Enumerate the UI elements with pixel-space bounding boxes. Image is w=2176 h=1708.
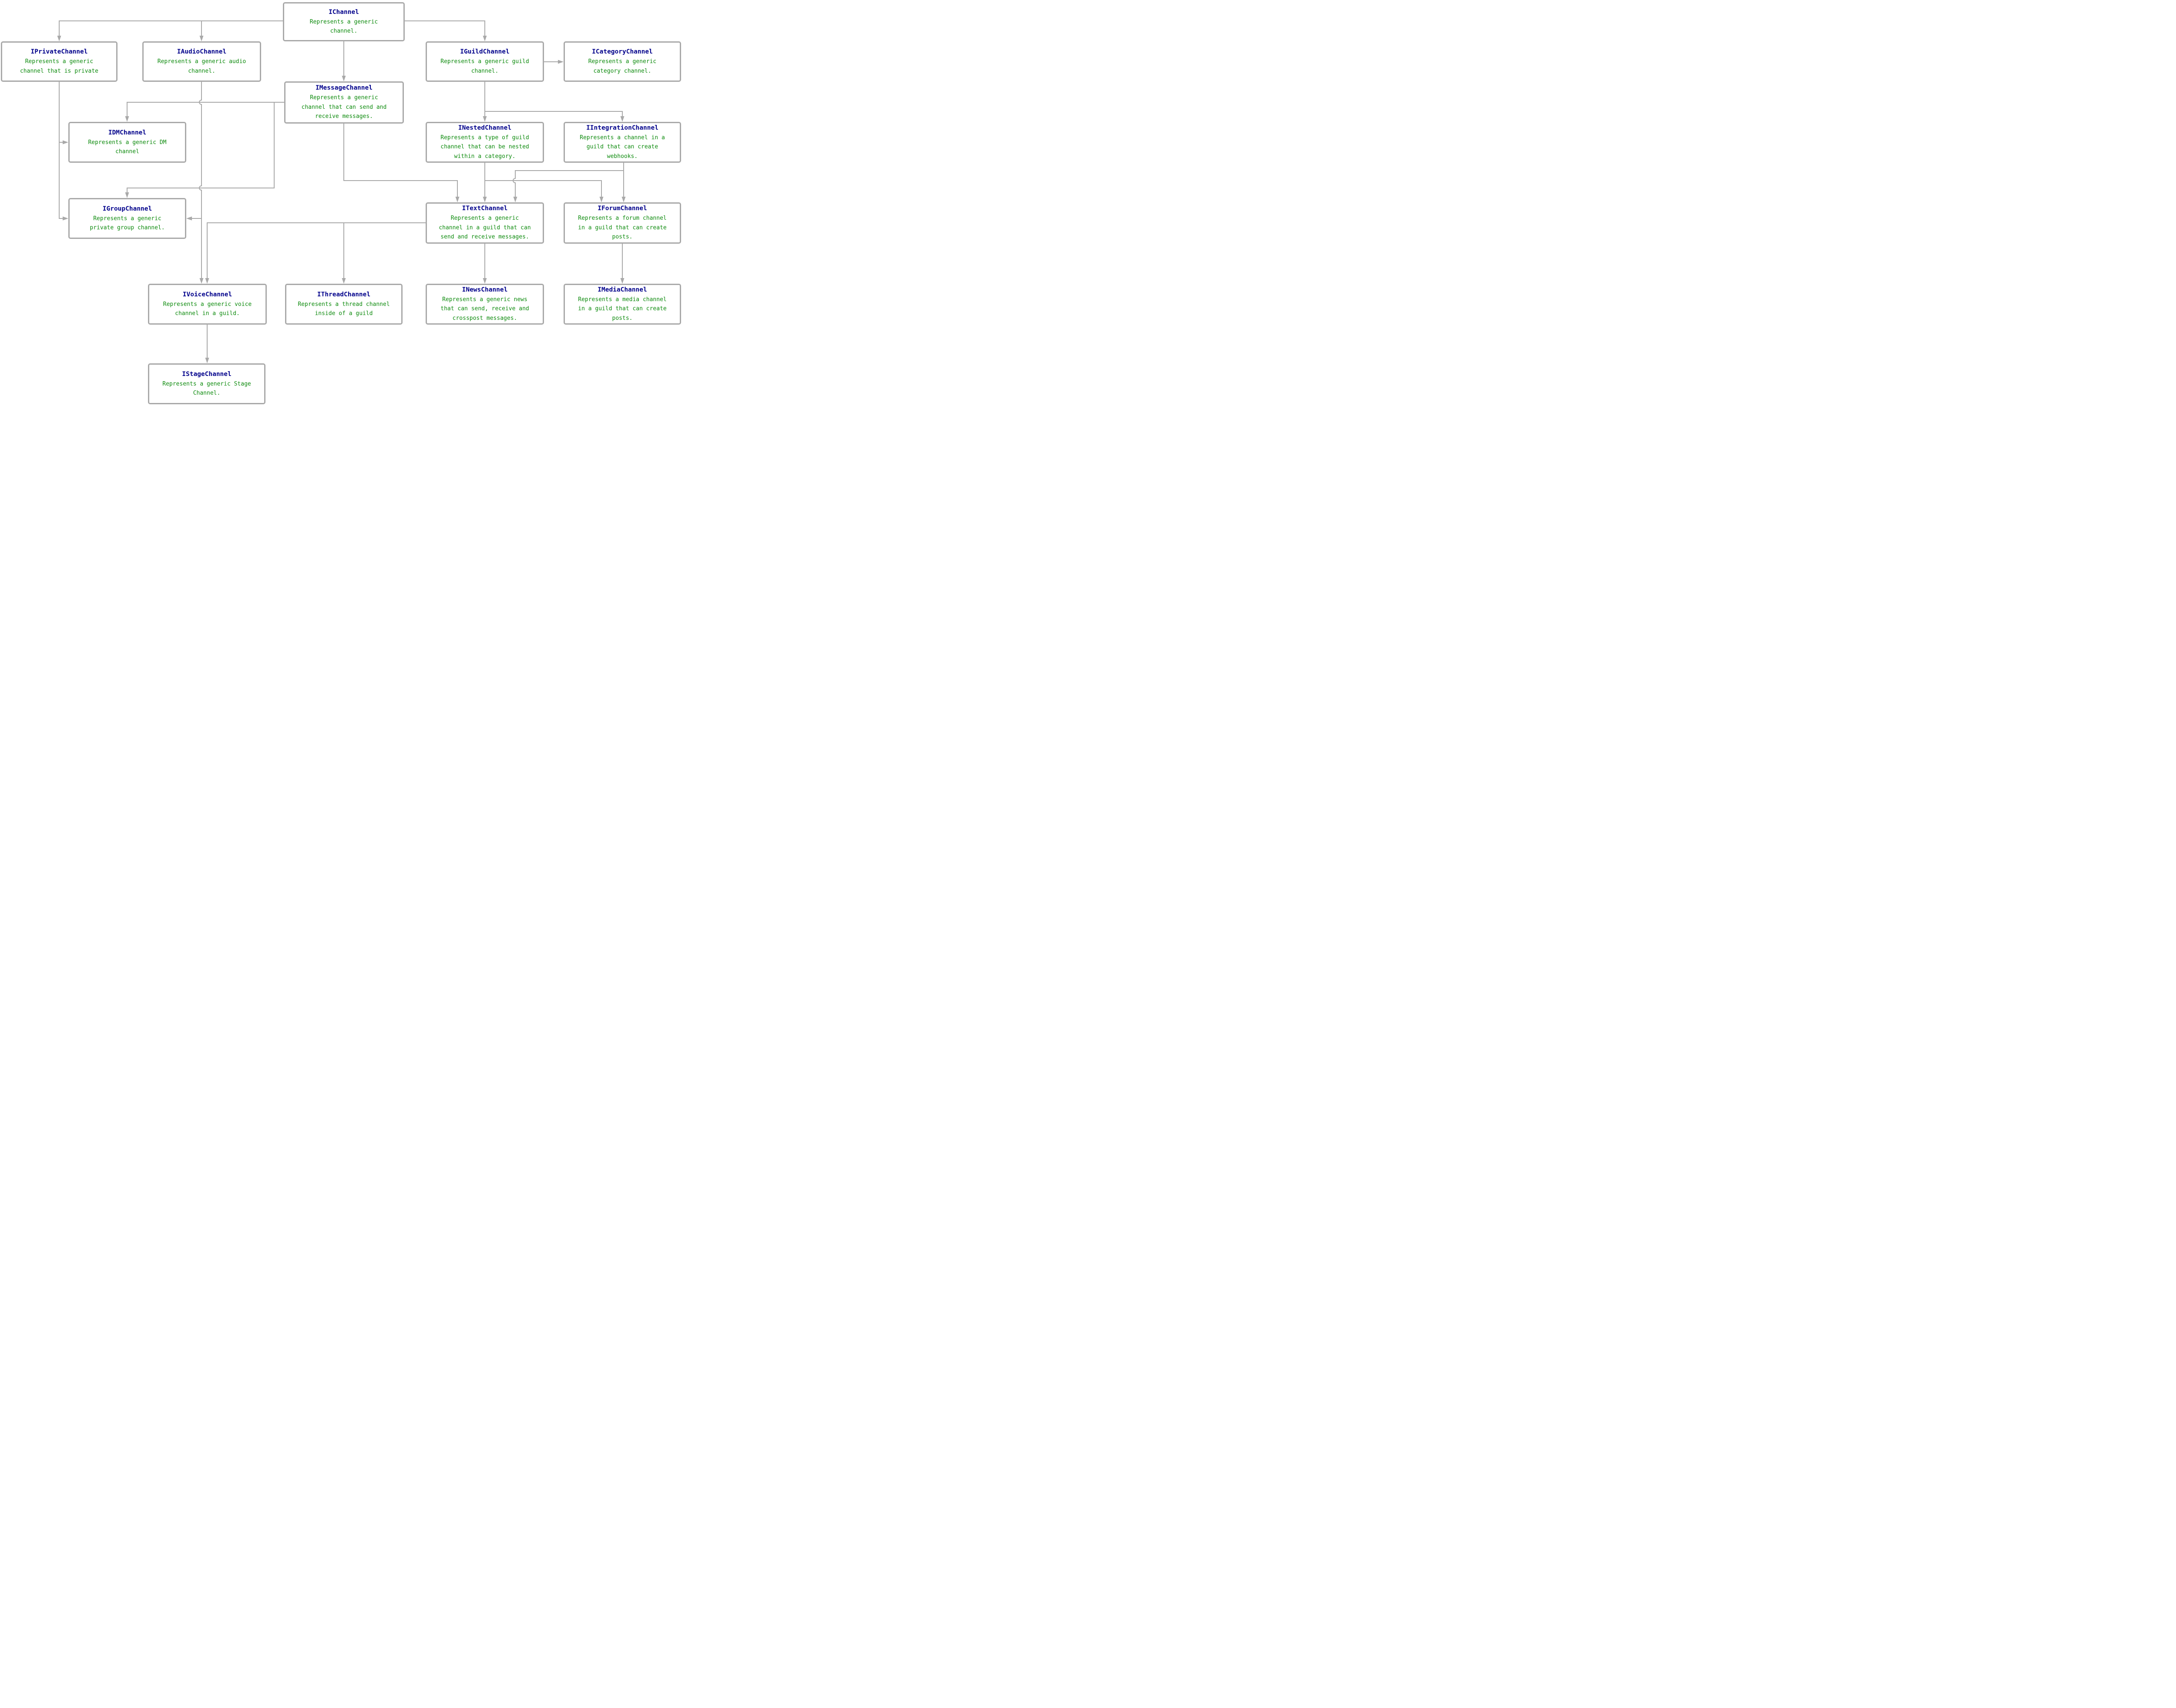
arrowhead-iforumchannel-to-imediachannel <box>620 278 625 284</box>
arrowhead-itextchannel-to-ivoicechannel <box>205 278 209 284</box>
node-title: IVoiceChannel <box>182 291 232 298</box>
node-title: INestedChannel <box>458 124 512 131</box>
node-title: IPrivateChannel <box>30 48 88 55</box>
edge-ichannel-to-iprivatechannel <box>59 20 283 37</box>
arrowhead-iintegrationchannel-to-itextchannel <box>513 197 517 202</box>
node-title: ICategoryChannel <box>592 48 653 55</box>
edge-iprivatechannel-to-igroupchannel <box>59 82 64 219</box>
node-title: IChannel <box>329 8 359 16</box>
node-description: Represents a generic audio channel. <box>157 58 246 74</box>
node-description: Represents a generic news that can send,… <box>440 296 529 322</box>
node-title: IStageChannel <box>182 370 232 378</box>
node-title: IAudioChannel <box>177 48 227 55</box>
node-title: IThreadChannel <box>317 291 371 298</box>
arrowhead-iaudiochannel-to-igroupchannel <box>186 216 192 221</box>
arrowhead-inestedchannel-to-itextchannel <box>483 197 487 202</box>
node-title: INewsChannel <box>462 286 508 293</box>
edge-iaudiochannel-to-ivoicechannel <box>199 82 202 279</box>
node-description: Represents a type of guild channel that … <box>440 134 529 160</box>
arrowhead-itextchannel-to-inewschannel <box>483 278 487 284</box>
node-title: IDMChannel <box>108 129 147 136</box>
edge-iprivatechannel-to-idmchannel <box>59 82 64 143</box>
node-description: Represents a generic Stage Channel. <box>162 380 251 397</box>
edge-itextchannel-to-ivoicechannel <box>207 222 426 279</box>
node-description: Represents a generic DM channel <box>88 139 167 155</box>
arrowhead-iprivatechannel-to-igroupchannel <box>63 216 68 221</box>
node-title: IIntegrationChannel <box>586 124 658 131</box>
node-description: Represents a generic voice channel in a … <box>163 301 252 317</box>
node-title: IMediaChannel <box>598 286 647 293</box>
node-description: Represents a thread channel inside of a … <box>298 301 390 317</box>
arrowhead-ivoicechannel-to-istagechannel <box>205 358 209 363</box>
edge-iguildchannel-to-iintegrationchannel <box>484 82 623 117</box>
edge-ichannel-to-iaudiochannel <box>201 20 283 37</box>
arrowhead-iguildchannel-to-iintegrationchannel <box>620 116 625 122</box>
edge-imessagechannel-to-idmchannel <box>127 102 284 117</box>
arrowhead-inestedchannel-to-iforumchannel <box>599 197 604 202</box>
node-description: Represents a generic guild channel. <box>440 58 529 74</box>
edge-iintegrationchannel-to-itextchannel <box>513 163 624 198</box>
node-description: Represents a generic channel. <box>309 18 378 35</box>
arrowhead-imessagechannel-to-igroupchannel <box>125 192 129 198</box>
node-title: IGuildChannel <box>460 48 510 55</box>
arrowhead-iintegrationchannel-to-iforumchannel <box>621 197 626 202</box>
node-description: Represents a generic channel that can se… <box>301 94 387 120</box>
arrowhead-ichannel-to-iprivatechannel <box>57 36 61 41</box>
node-title: IForumChannel <box>598 205 647 212</box>
arrowhead-ichannel-to-iguildchannel <box>483 36 487 41</box>
arrowhead-ichannel-to-imessagechannel <box>342 76 346 81</box>
arrowhead-iguildchannel-to-inestedchannel <box>483 116 487 122</box>
arrowhead-imessagechannel-to-itextchannel <box>455 197 460 202</box>
node-description: Represents a generic channel that is pri… <box>20 58 98 74</box>
arrowhead-iguildchannel-to-icategorychannel <box>558 60 564 64</box>
node-description: Represents a forum channel in a guild th… <box>578 215 667 241</box>
node-description: Represents a generic private group chann… <box>90 215 165 232</box>
node-description: Represents a channel in a guild that can… <box>580 134 665 160</box>
node-description: Represents a media channel in a guild th… <box>578 296 667 322</box>
arrowhead-itextchannel-to-ithreadchannel <box>342 278 346 284</box>
node-title: ITextChannel <box>462 205 508 212</box>
node-title: IGroupChannel <box>102 205 152 212</box>
arrowhead-iprivatechannel-to-idmchannel <box>63 140 68 144</box>
node-title: IMessageChannel <box>316 84 373 92</box>
node-description: Represents a generic channel in a guild … <box>439 215 531 241</box>
arrowhead-ichannel-to-iaudiochannel <box>199 36 204 41</box>
arrowhead-imessagechannel-to-idmchannel <box>125 116 129 122</box>
edge-inestedchannel-to-iforumchannel <box>485 180 602 198</box>
edge-ichannel-to-iguildchannel <box>405 20 485 37</box>
arrowhead-iaudiochannel-to-ivoicechannel <box>199 278 204 284</box>
node-description: Represents a generic category channel. <box>588 58 657 74</box>
